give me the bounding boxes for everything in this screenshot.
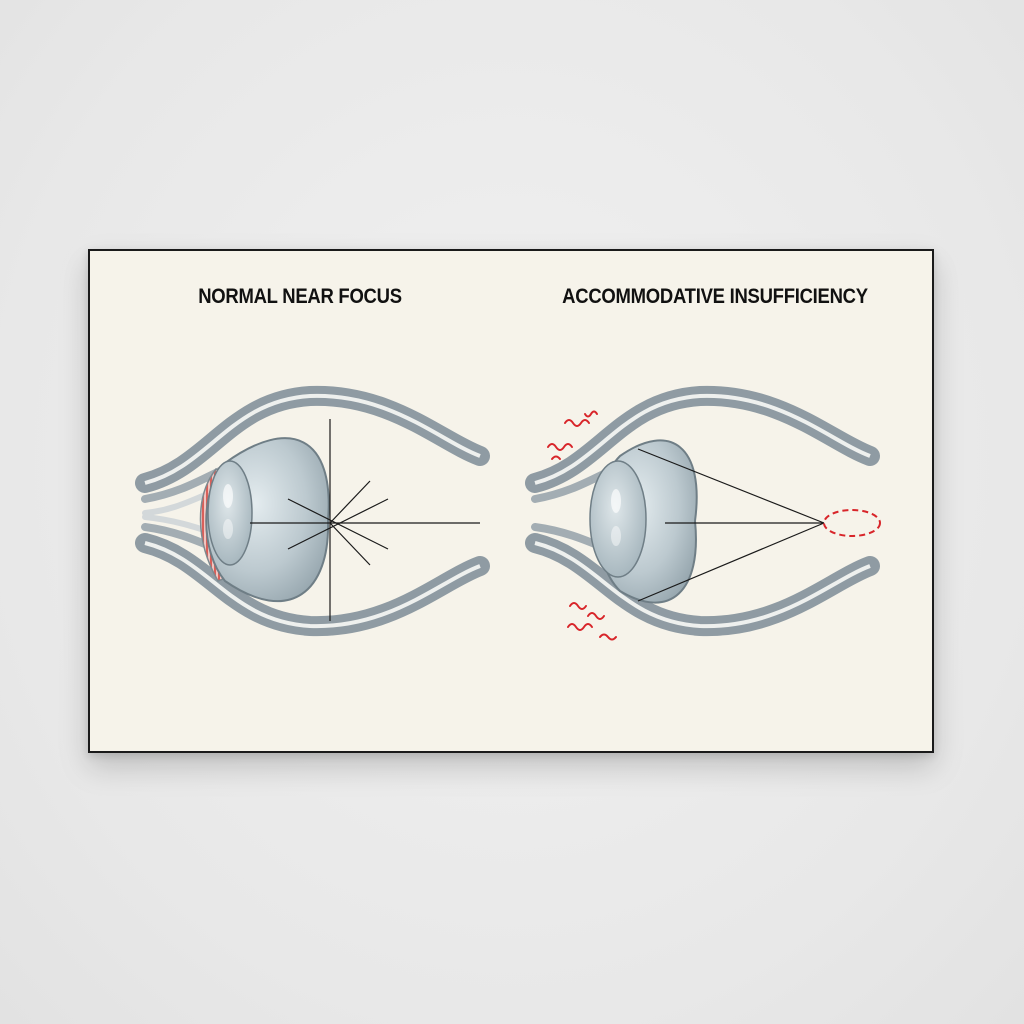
blurred-focus-ellipse-icon: [823, 509, 881, 537]
left-cornea: [207, 460, 253, 566]
right-lower-tissue: [525, 523, 880, 637]
title-accommodative-insufficiency: ACCOMMODATIVE INSUFFICIENCY: [562, 285, 868, 308]
right-cornea: [589, 460, 647, 578]
title-normal-near-focus: NORMAL NEAR FOCUS: [198, 285, 402, 308]
strain-wave-icon: [547, 410, 617, 641]
right-eye-diagram: [525, 385, 881, 641]
diagram-card: NORMAL NEAR FOCUS ACCOMMODATIVE INSUFFIC…: [88, 249, 934, 753]
left-focus-rays: [250, 419, 480, 621]
diagram-svg: [135, 385, 881, 641]
right-upper-tissue: [525, 385, 880, 503]
left-eye-diagram: [135, 385, 490, 637]
right-focus-rays: [637, 448, 825, 602]
